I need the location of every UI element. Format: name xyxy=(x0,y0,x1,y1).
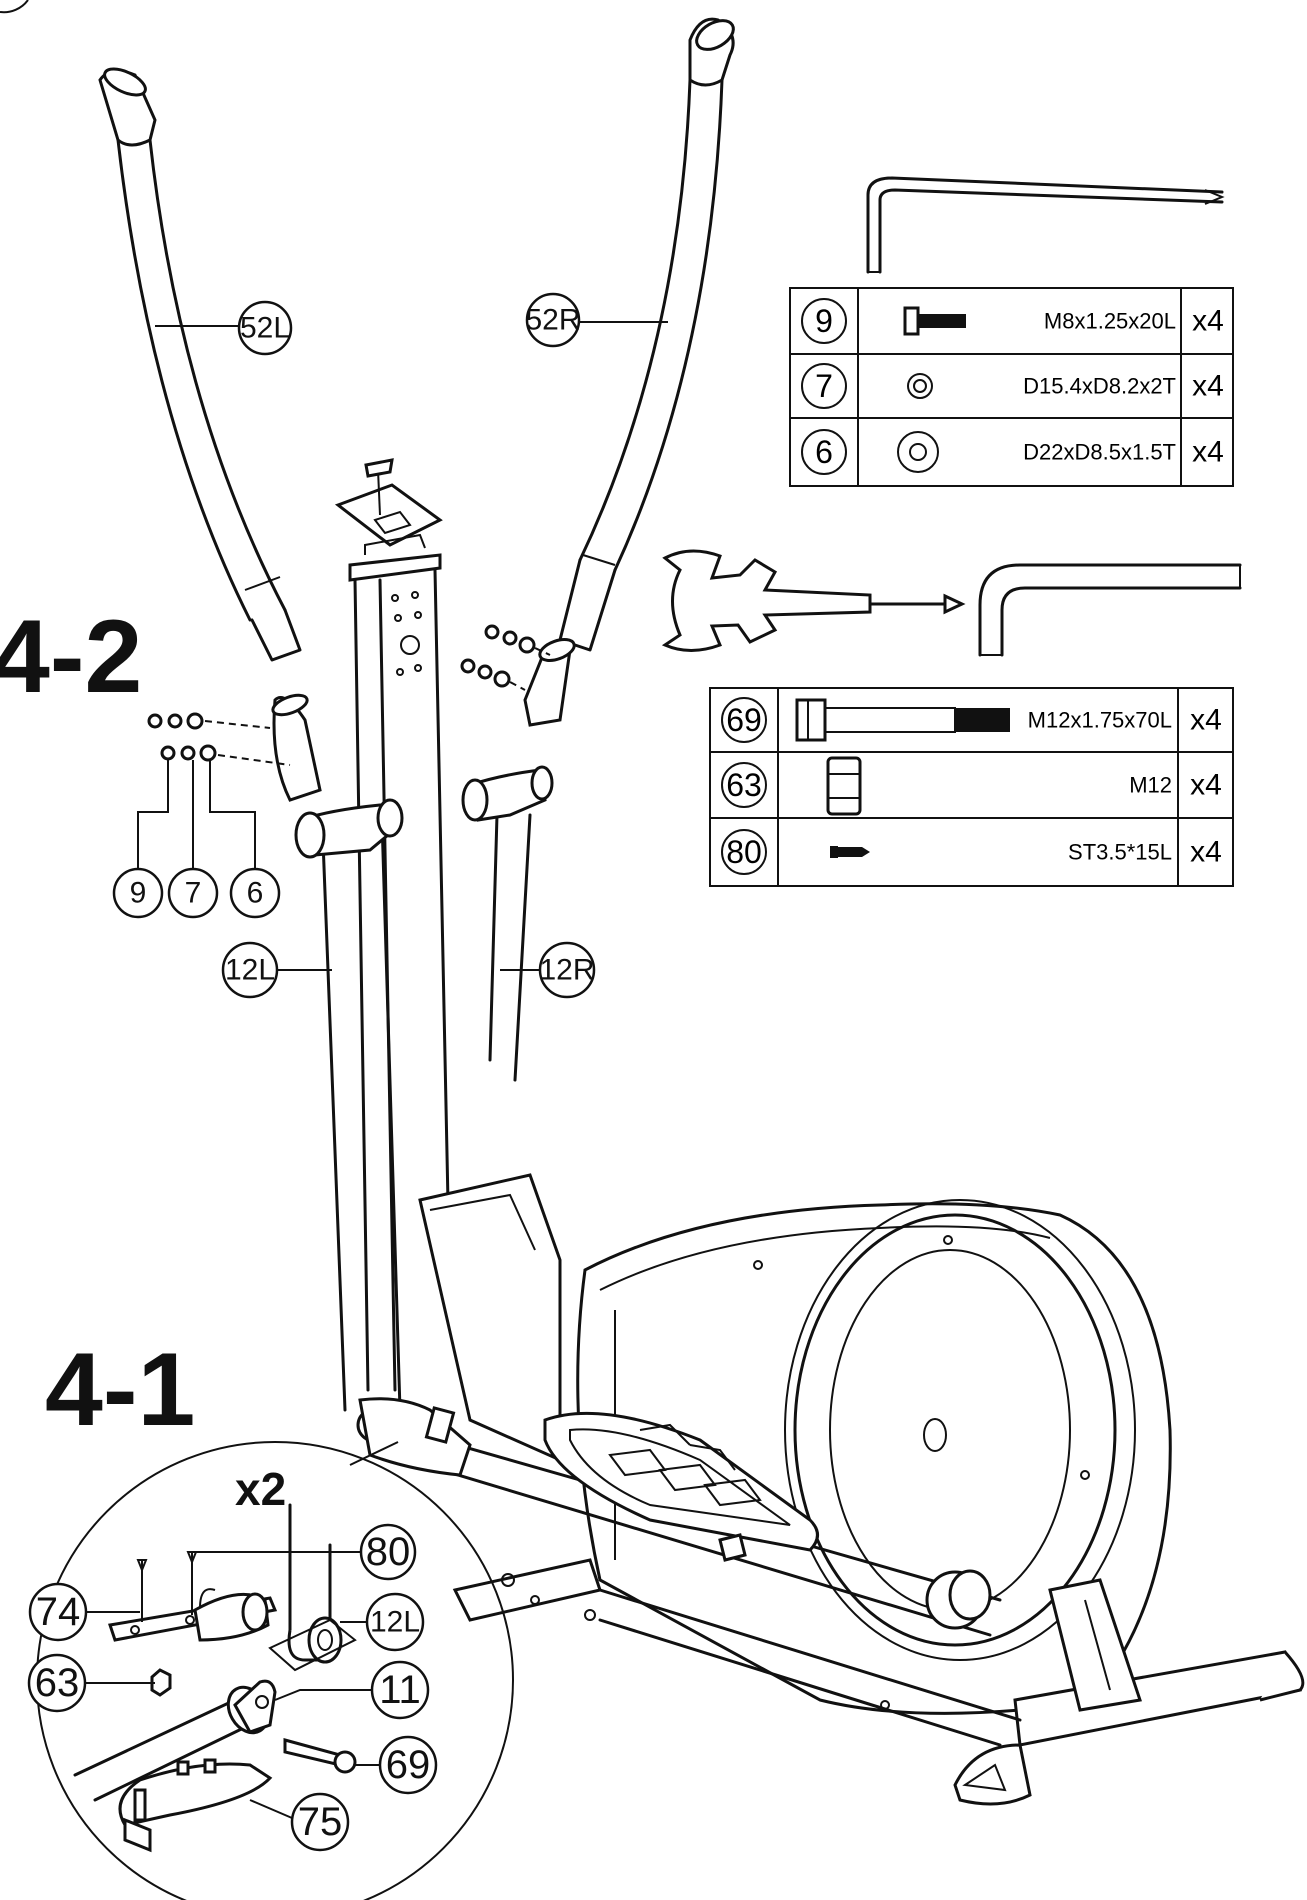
handlebar-52R xyxy=(558,17,735,652)
table1-row-7: 7 D15.4xD8.2x2T x4 xyxy=(801,363,1224,409)
table1-spec: M8x1.25x20L xyxy=(1044,309,1176,334)
callout-12L: 12L xyxy=(221,941,332,999)
svg-text:12L: 12L xyxy=(370,1606,420,1639)
table1-qty: x4 xyxy=(1192,305,1224,338)
svg-text:52R: 52R xyxy=(525,304,580,337)
detail-callout-74: 74 xyxy=(28,1582,140,1642)
handlebar-52L xyxy=(98,67,302,662)
svg-text:75: 75 xyxy=(298,1800,343,1844)
svg-text:6: 6 xyxy=(247,877,264,910)
table2-part-number: 69 xyxy=(726,702,762,738)
lower-arm-12L xyxy=(271,693,404,1412)
hex-nut-icon xyxy=(826,756,862,816)
bolt-icon xyxy=(903,306,966,336)
detail-view-4-1: x2 80 xyxy=(27,1441,514,1900)
table1-part-number: 9 xyxy=(815,303,833,339)
combination-wrench-screwdriver-icon xyxy=(661,549,966,652)
callout-6: 6 xyxy=(209,760,281,919)
callout-52R: 52R xyxy=(525,292,668,348)
svg-text:80: 80 xyxy=(366,1530,411,1574)
table2-spec: ST3.5*15L xyxy=(1068,840,1172,865)
table2-part-number: 80 xyxy=(726,834,762,870)
detail-callout-80: 80 xyxy=(192,1523,417,1581)
table2-qty: x4 xyxy=(1190,704,1222,737)
spring-washer-icon xyxy=(907,373,933,399)
table1-row-9: 9 M8x1.25x20L x4 xyxy=(801,298,1224,344)
detail-multiplier: x2 xyxy=(235,1463,286,1515)
upright-mast xyxy=(334,458,452,1392)
svg-text:9: 9 xyxy=(130,877,147,910)
detail-callout-69: 69 xyxy=(355,1735,438,1795)
table2-part-number: 63 xyxy=(726,767,762,803)
detail-callout-12L: 12L xyxy=(340,1592,425,1652)
table2-qty: x4 xyxy=(1190,769,1222,802)
table1-spec: D15.4xD8.2x2T xyxy=(1023,374,1176,399)
svg-text:63: 63 xyxy=(35,1661,80,1705)
allen-key-icon xyxy=(866,176,1225,274)
long-bolt-icon xyxy=(795,698,1010,742)
svg-text:74: 74 xyxy=(36,1590,81,1634)
table1-part-number: 6 xyxy=(815,434,833,470)
table1-spec: D22xD8.5x1.5T xyxy=(1023,440,1176,465)
table2-spec: M12x1.75x70L xyxy=(1028,708,1172,733)
self-tapping-screw-icon xyxy=(830,846,870,858)
main-frame-body xyxy=(418,1173,1305,1806)
svg-text:52L: 52L xyxy=(240,312,290,345)
table1-part-number: 7 xyxy=(815,368,833,404)
pedal-assembly xyxy=(356,1397,1002,1637)
step-label-4-2: 4-2 xyxy=(0,599,142,715)
hardware-upper-right xyxy=(460,624,551,691)
table2-row-80: 80 ST3.5*15L x4 xyxy=(721,829,1222,875)
detail-callout-63: 63 xyxy=(27,1653,155,1713)
table1-row-6: 6 D22xD8.5x1.5T x4 xyxy=(801,429,1224,475)
callout-12R: 12R xyxy=(500,941,596,999)
table1-qty: x4 xyxy=(1192,436,1224,469)
svg-text:7: 7 xyxy=(185,877,202,910)
svg-text:69: 69 xyxy=(386,1743,431,1787)
flat-washer-icon xyxy=(897,431,939,473)
svg-text:12L: 12L xyxy=(225,954,275,987)
svg-text:11: 11 xyxy=(379,1668,421,1712)
detail-callout-75: 75 xyxy=(249,1792,350,1852)
allen-key-large-icon xyxy=(978,563,1242,657)
svg-text:12R: 12R xyxy=(539,954,594,987)
table1-qty: x4 xyxy=(1192,370,1224,403)
callout-52L: 52L xyxy=(155,300,293,356)
hardware-table-1: 9 M8x1.25x20L x4 7 D15.4xD8.2x2T x4 6 xyxy=(789,287,1234,487)
detail-callout-11: 11 xyxy=(274,1660,430,1720)
table2-row-69: 69 M12x1.75x70L x4 xyxy=(721,697,1222,743)
callout-9: 9 xyxy=(112,760,169,919)
hardware-upper-left xyxy=(147,712,291,766)
table2-spec: M12 xyxy=(1129,773,1172,798)
table2-row-63: 63 M12 x4 xyxy=(721,756,1222,816)
page-corner-circle xyxy=(0,0,29,14)
table2-qty: x4 xyxy=(1190,836,1222,869)
callout-7: 7 xyxy=(167,760,219,919)
lower-arm-12R xyxy=(461,638,576,1082)
step-label-4-1: 4-1 xyxy=(45,1332,195,1448)
hardware-table-2: 69 M12x1.75x70L x4 63 M12 x4 80 xyxy=(709,687,1234,887)
